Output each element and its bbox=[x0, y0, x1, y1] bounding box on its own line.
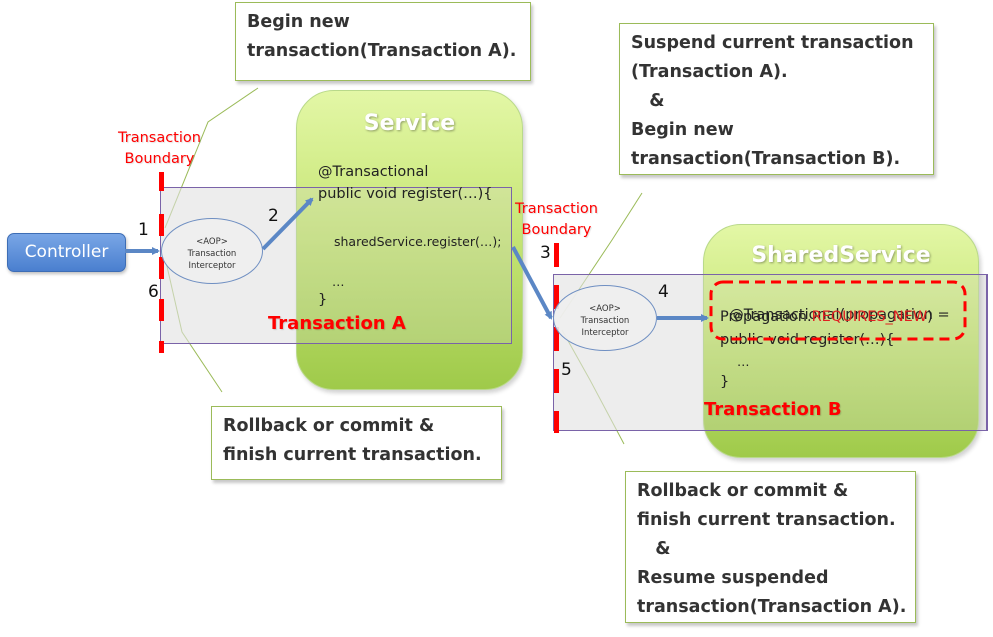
service-ellipsis: … bbox=[332, 274, 345, 289]
shared-service-close-brace: } bbox=[720, 374, 730, 390]
step-3: 3 bbox=[540, 243, 551, 263]
propagation-suffix: ) bbox=[927, 309, 933, 325]
transaction-a-label: Transaction A bbox=[268, 313, 406, 334]
step-5: 5 bbox=[561, 360, 572, 380]
callout-begin-transaction-a: Begin new transaction(Transaction A). bbox=[235, 2, 531, 81]
step-2: 2 bbox=[268, 206, 279, 226]
transaction-b-label: Transaction B bbox=[704, 399, 842, 420]
propagation-prefix: Propagation. bbox=[720, 309, 812, 325]
callout-finish-transaction-a: Rollback or commit & finish current tran… bbox=[211, 406, 502, 480]
service-title: Service bbox=[363, 111, 456, 136]
service-close-brace: } bbox=[318, 292, 328, 308]
transaction-b-overlay bbox=[703, 274, 987, 431]
requires-new-highlight bbox=[709, 280, 967, 341]
step-4: 4 bbox=[658, 282, 669, 302]
propagation-value: REQUIRES_NEW bbox=[811, 309, 928, 325]
transaction-interceptor-1: <AOP> Transaction Interceptor bbox=[161, 218, 263, 284]
callout-suspend-a-begin-b: Suspend current transaction (Transaction… bbox=[619, 23, 934, 175]
transaction-interceptor-2: <AOP> Transaction Interceptor bbox=[553, 285, 657, 351]
service-annotation: @Transactional bbox=[318, 164, 429, 180]
service-component: Service bbox=[296, 90, 523, 390]
shared-service-annotation: @Transactional(propagation = bbox=[720, 285, 950, 325]
controller-node: Controller bbox=[7, 233, 126, 272]
transaction-boundary-2-label: Transaction Boundary bbox=[515, 201, 598, 238]
step-6: 6 bbox=[148, 282, 159, 302]
arrow-service-to-interceptor-2 bbox=[511, 246, 553, 320]
transaction-boundary-1-label: Transaction Boundary bbox=[118, 130, 201, 167]
shared-service-title: SharedService bbox=[751, 243, 931, 268]
transaction-a-overlay bbox=[296, 187, 512, 344]
shared-service-ellipsis: … bbox=[737, 354, 750, 369]
shared-service-component: SharedService bbox=[703, 224, 979, 458]
arrow-interceptor-to-service bbox=[261, 197, 314, 251]
callout-finish-b-resume-a: Rollback or commit & finish current tran… bbox=[625, 471, 916, 623]
annotation-prefix: @Transactional(propagation = bbox=[729, 307, 950, 323]
service-signature: public void register(…){ bbox=[318, 186, 493, 202]
step-1: 1 bbox=[138, 220, 149, 240]
service-call: sharedService.register(…); bbox=[334, 234, 502, 249]
shared-service-propagation: Propagation.REQUIRES_NEW) bbox=[720, 307, 933, 327]
